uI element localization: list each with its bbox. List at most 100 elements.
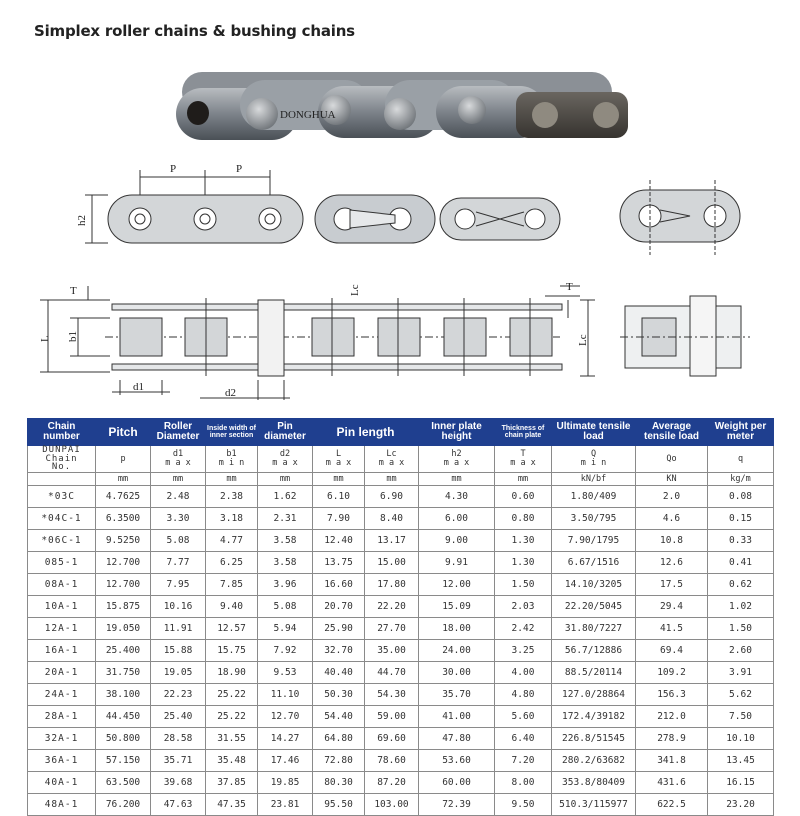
table-cell: 510.3/115977 bbox=[551, 792, 636, 816]
table-cell: 3.91 bbox=[707, 660, 774, 684]
b1-label: b1 bbox=[67, 331, 79, 342]
chain-number-cell: 36A-1 bbox=[27, 748, 96, 772]
chain-number-cell: *03C bbox=[27, 484, 96, 508]
table-cell: 4.6 bbox=[635, 506, 708, 530]
table-cell: 8.00 bbox=[494, 770, 552, 794]
table-cell: 44.450 bbox=[95, 704, 151, 728]
table-cell: 88.5/20114 bbox=[551, 660, 636, 684]
header-ultimate-tensile: Ultimate tensile load bbox=[551, 418, 636, 446]
table-cell: 19.05 bbox=[150, 660, 206, 684]
table-cell: 22.23 bbox=[150, 682, 206, 706]
table-cell: 4.80 bbox=[494, 682, 552, 706]
table-cell: 13.45 bbox=[707, 748, 774, 772]
chain-number-cell: 12A-1 bbox=[27, 616, 96, 640]
table-cell: 10.10 bbox=[707, 726, 774, 750]
table-cell: 4.7625 bbox=[95, 484, 151, 508]
table-cell: 156.3 bbox=[635, 682, 708, 706]
d1-label: d1 bbox=[133, 381, 144, 393]
lc-label-right: Lc bbox=[577, 334, 589, 346]
table-cell: 431.6 bbox=[635, 770, 708, 794]
table-cell: 78.60 bbox=[364, 748, 419, 772]
table-cell: 7.77 bbox=[150, 550, 206, 574]
unit-cell: mm bbox=[205, 471, 258, 486]
table-cell: 18.90 bbox=[205, 660, 258, 684]
table-cell: 30.00 bbox=[418, 660, 495, 684]
table-cell: 56.7/12886 bbox=[551, 638, 636, 662]
table-cell: 3.25 bbox=[494, 638, 552, 662]
table-cell: 8.40 bbox=[364, 506, 419, 530]
table-cell: 2.42 bbox=[494, 616, 552, 640]
unit-chain bbox=[27, 471, 96, 486]
table-cell: 0.62 bbox=[707, 572, 774, 596]
table-cell: 18.00 bbox=[418, 616, 495, 640]
table-cell: 14.27 bbox=[257, 726, 313, 750]
table-cell: 3.58 bbox=[257, 528, 313, 552]
table-cell: 2.48 bbox=[150, 484, 206, 508]
table-cell: 47.63 bbox=[150, 792, 206, 816]
table-cell: 5.60 bbox=[494, 704, 552, 728]
table-cell: 23.20 bbox=[707, 792, 774, 816]
table-cell: 19.050 bbox=[95, 616, 151, 640]
unit-cell: mm bbox=[312, 471, 365, 486]
table-cell: 280.2/63682 bbox=[551, 748, 636, 772]
lc-label-top: Lc bbox=[349, 284, 361, 296]
table-cell: 37.85 bbox=[205, 770, 258, 794]
table-cell: 25.22 bbox=[205, 682, 258, 706]
table-cell: 15.00 bbox=[364, 550, 419, 574]
table-cell: 47.35 bbox=[205, 792, 258, 816]
chain-number-cell: 085-1 bbox=[27, 550, 96, 574]
table-cell: 172.4/39182 bbox=[551, 704, 636, 728]
chain-photo: DONGHUA bbox=[176, 72, 628, 140]
table-cell: 64.80 bbox=[312, 726, 365, 750]
chain-number-cell: 08A-1 bbox=[27, 572, 96, 596]
header-pin-diameter: Pin diameter bbox=[257, 418, 313, 446]
table-cell: 35.71 bbox=[150, 748, 206, 772]
table-cell: 0.08 bbox=[707, 484, 774, 508]
table-cell: 12.57 bbox=[205, 616, 258, 640]
table-cell: 3.58 bbox=[257, 550, 313, 574]
table-cell: 41.5 bbox=[635, 616, 708, 640]
chain-number-cell: 40A-1 bbox=[27, 770, 96, 794]
chain-number-cell: 24A-1 bbox=[27, 682, 96, 706]
chain-drawings: DONGHUA P P h2 bbox=[39, 72, 750, 400]
table-cell: 7.20 bbox=[494, 748, 552, 772]
h2-label: h2 bbox=[76, 215, 88, 226]
table-cell: 9.5250 bbox=[95, 528, 151, 552]
table-cell: 10.8 bbox=[635, 528, 708, 552]
table-cell: 4.77 bbox=[205, 528, 258, 552]
table-cell: 17.46 bbox=[257, 748, 313, 772]
table-cell: 40.40 bbox=[312, 660, 365, 684]
table-cell: 54.40 bbox=[312, 704, 365, 728]
header-chain-number: Chain number bbox=[27, 418, 96, 446]
table-cell: 4.00 bbox=[494, 660, 552, 684]
table-cell: 76.200 bbox=[95, 792, 151, 816]
table-unit-row: mm mm mm mm mm mm mm mm kN/bf KN kg/m bbox=[27, 471, 774, 486]
header-inside-width: Inside width of inner section bbox=[205, 418, 258, 446]
table-cell: 103.00 bbox=[364, 792, 419, 816]
table-cell: 1.62 bbox=[257, 484, 313, 508]
table-cell: 19.85 bbox=[257, 770, 313, 794]
table-cell: 109.2 bbox=[635, 660, 708, 684]
symbol-chain: DUNPAI Chain No. bbox=[27, 445, 96, 473]
table-cell: 5.08 bbox=[257, 594, 313, 618]
table-cell: 12.700 bbox=[95, 550, 151, 574]
table-cell: 25.22 bbox=[205, 704, 258, 728]
table-cell: 212.0 bbox=[635, 704, 708, 728]
chain-number-cell: 32A-1 bbox=[27, 726, 96, 750]
table-cell: 622.5 bbox=[635, 792, 708, 816]
table-cell: 0.60 bbox=[494, 484, 552, 508]
table-cell: 80.30 bbox=[312, 770, 365, 794]
d2-label: d2 bbox=[225, 387, 236, 399]
table-cell: 0.33 bbox=[707, 528, 774, 552]
table-cell: 3.50/795 bbox=[551, 506, 636, 530]
table-cell: 2.0 bbox=[635, 484, 708, 508]
